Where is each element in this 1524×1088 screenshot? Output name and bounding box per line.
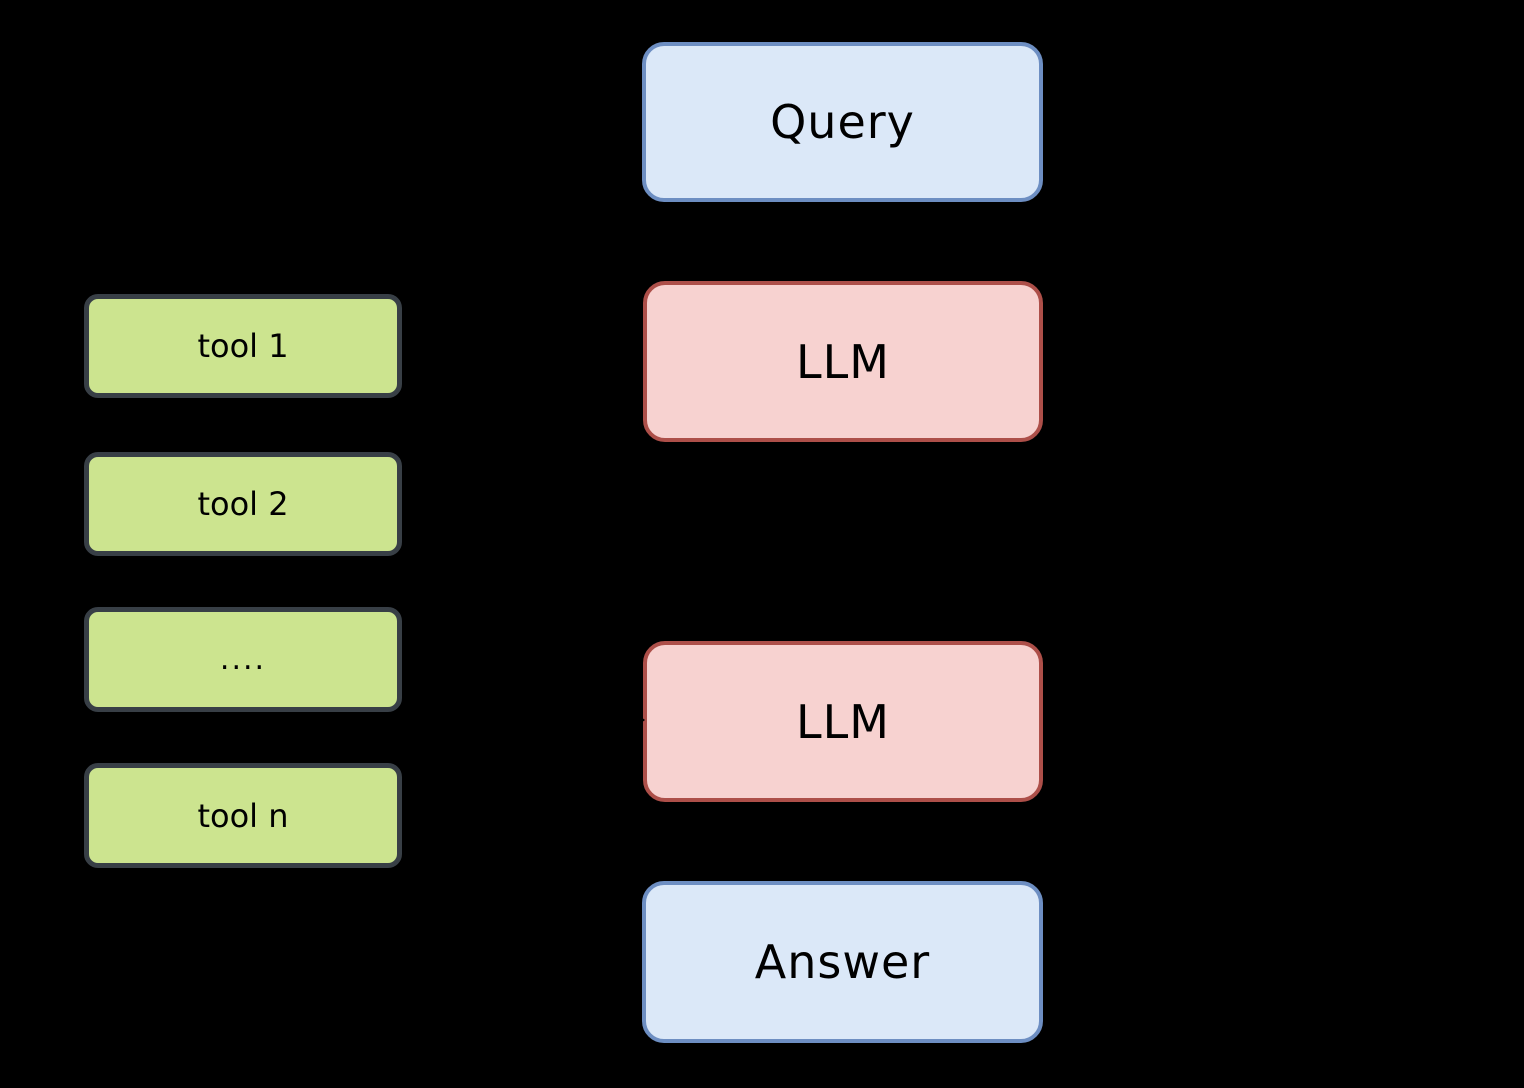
tool-2-label: tool 2 [197, 485, 289, 523]
llm-bottom-node: LLM [643, 641, 1043, 802]
tool-2-node: tool 2 [84, 452, 402, 556]
tool-ellipsis-label: .... [219, 642, 267, 677]
query-node: Query [642, 42, 1043, 202]
tool-1-node: tool 1 [84, 294, 402, 398]
tool-n-node: tool n [84, 763, 402, 868]
llm-top-node: LLM [643, 281, 1043, 442]
tool-1-label: tool 1 [197, 327, 289, 365]
answer-node: Answer [642, 881, 1043, 1043]
query-label: Query [770, 95, 915, 149]
arrowhead-artifact [637, 714, 645, 726]
llm-bottom-label: LLM [796, 694, 890, 749]
tool-ellipsis-node: .... [84, 607, 402, 712]
answer-label: Answer [754, 935, 931, 989]
llm-top-label: LLM [796, 334, 890, 389]
tool-n-label: tool n [197, 796, 289, 835]
